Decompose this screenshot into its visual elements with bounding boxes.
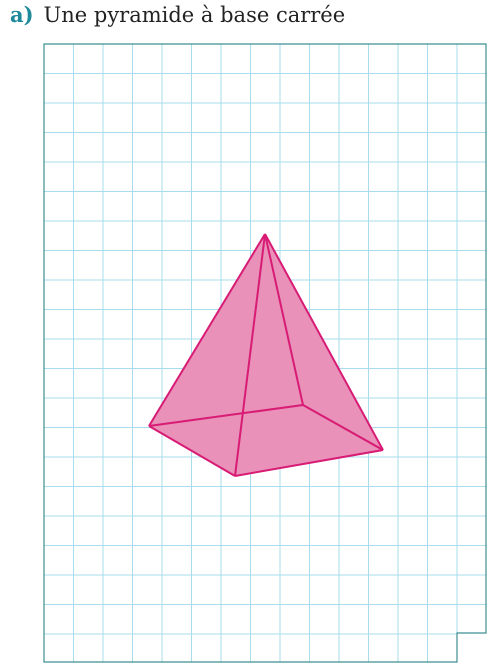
question-heading: a) Une pyramide à base carrée — [10, 2, 345, 32]
pyramid-base-edge — [148, 425, 236, 477]
pyramid-hidden-base-edge — [302, 404, 384, 451]
pyramid-lateral-edge — [148, 233, 266, 427]
pyramid-base-edge — [234, 449, 384, 477]
grid-sheet-border — [43, 43, 487, 663]
pyramid-hidden-base-edge — [148, 404, 304, 427]
pyramid-lateral-edge — [234, 233, 266, 477]
question-letter: a) — [10, 2, 34, 27]
pyramid-silhouette — [149, 234, 383, 476]
question-title: Une pyramide à base carrée — [43, 3, 346, 27]
pyramid — [148, 233, 384, 477]
pyramid-lateral-edge — [264, 233, 384, 451]
pyramid-hidden-lateral-edge — [264, 233, 304, 406]
